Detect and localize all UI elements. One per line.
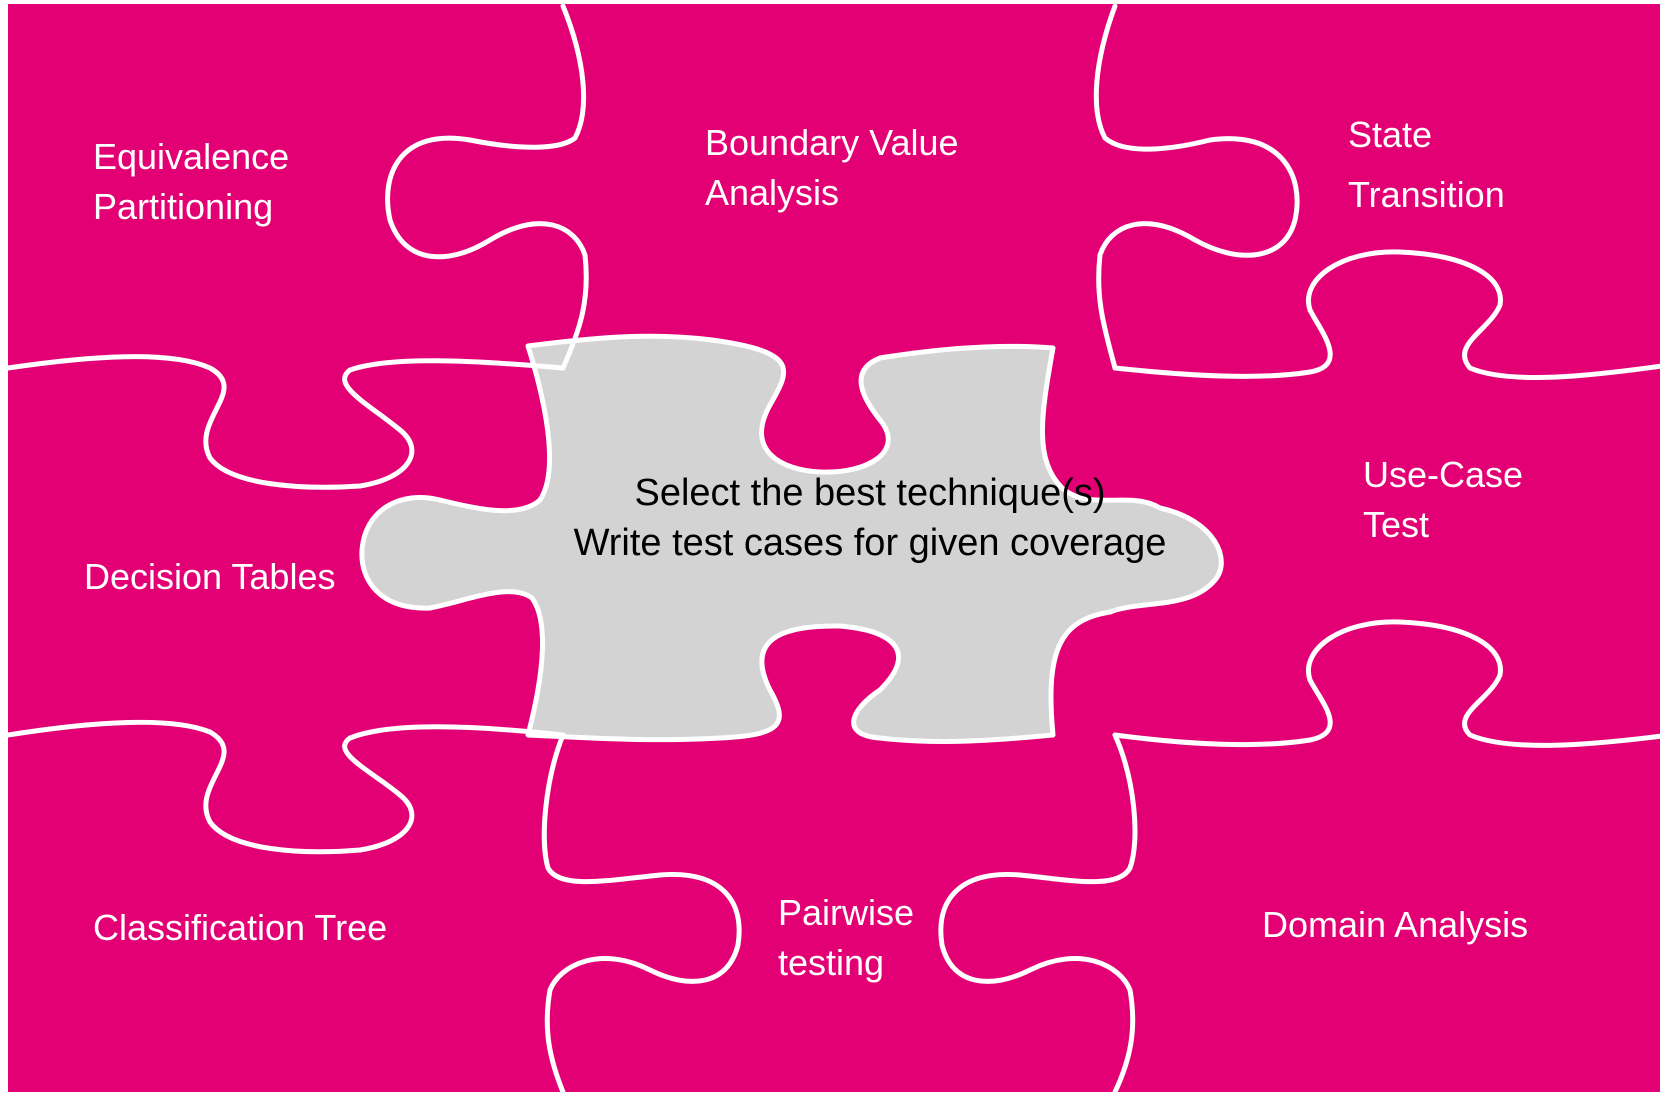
seam-top-left-vertical xyxy=(385,3,589,371)
piece-label-line: Use-Case xyxy=(1363,454,1524,495)
center-piece-label: Select the best technique(s) Write test … xyxy=(510,468,1230,568)
center-label-line: Write test cases for given coverage xyxy=(573,522,1167,564)
piece-label-line: State xyxy=(1348,114,1433,155)
piece-decision-tables: Decision Tables xyxy=(84,552,335,602)
piece-label-line: testing xyxy=(778,942,885,983)
piece-boundary-value-analysis: Boundary Value Analysis xyxy=(705,118,959,218)
seam-right-upper-horizontal xyxy=(1112,249,1665,381)
seam-left-upper-horizontal xyxy=(5,354,566,490)
piece-label-line: Boundary Value xyxy=(705,122,959,163)
seam-right-lower-horizontal xyxy=(1112,619,1665,748)
seam-top-right-vertical xyxy=(1093,3,1300,371)
piece-label-line: Domain Analysis xyxy=(1262,904,1529,945)
piece-label-line: Analysis xyxy=(705,172,840,213)
seam-bottom-right-vertical xyxy=(938,732,1138,1095)
piece-label-line: Pairwise xyxy=(778,892,915,933)
piece-label-line: Decision Tables xyxy=(84,556,336,597)
seam-left-lower-horizontal xyxy=(5,719,566,855)
seam-bottom-left-vertical xyxy=(541,732,742,1095)
piece-state-transition: State Transition xyxy=(1348,105,1505,225)
piece-domain-analysis: Domain Analysis xyxy=(1262,900,1528,950)
piece-classification-tree: Classification Tree xyxy=(93,903,387,953)
piece-label-line: Classification Tree xyxy=(93,907,388,948)
seam-lines xyxy=(5,3,1665,1095)
center-label-line: Select the best technique(s) xyxy=(634,472,1106,514)
piece-label-line: Equivalence xyxy=(93,136,290,177)
piece-use-case-test: Use-Case Test xyxy=(1363,450,1523,550)
piece-equivalence-partitioning: Equivalence Partitioning xyxy=(93,132,289,232)
piece-label-line: Test xyxy=(1363,504,1430,545)
piece-pairwise-testing: Pairwise testing xyxy=(778,888,914,988)
piece-label-line: Partitioning xyxy=(93,186,274,227)
piece-label-line: Transition xyxy=(1348,174,1505,215)
center-piece-shape xyxy=(359,333,1224,744)
